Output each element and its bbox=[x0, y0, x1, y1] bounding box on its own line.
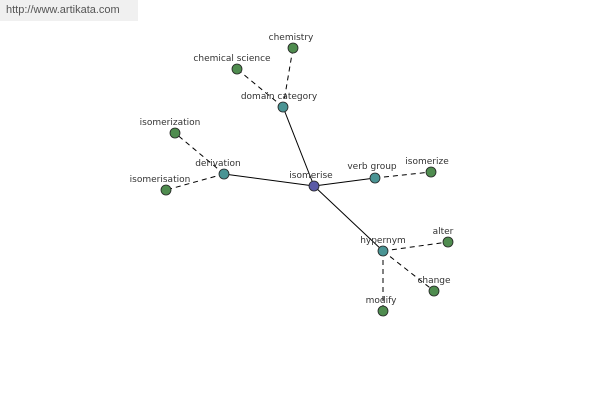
edge-isomerise-to-domain-category bbox=[282, 106, 315, 187]
node-circle-derivation[interactable] bbox=[218, 168, 230, 180]
node-label-isomerize: isomerize bbox=[405, 157, 449, 167]
node-isomerize[interactable]: isomerize bbox=[405, 157, 449, 178]
node-circle-isomerize[interactable] bbox=[425, 166, 437, 178]
node-circle-isomerization[interactable] bbox=[169, 127, 181, 139]
node-circle-modify[interactable] bbox=[377, 305, 389, 317]
node-label-derivation: derivation bbox=[195, 159, 241, 169]
edge-derivation-to-isomerisation bbox=[165, 173, 225, 191]
node-modify[interactable]: modify bbox=[366, 296, 397, 317]
node-isomerization[interactable]: isomerization bbox=[140, 118, 201, 139]
edge-isomerise-to-verb-group bbox=[313, 177, 376, 187]
site-url-watermark[interactable]: http://www.artikata.com bbox=[0, 0, 138, 21]
node-label-chemistry: chemistry bbox=[269, 33, 314, 43]
node-label-isomerisation: isomerisation bbox=[130, 175, 191, 185]
edges-layer bbox=[165, 47, 449, 311]
edge-domain-category-to-chemistry bbox=[282, 47, 294, 108]
edge-domain-category-to-chemical-science bbox=[236, 68, 284, 108]
node-hypernym[interactable]: hypernym bbox=[360, 236, 406, 257]
edge-verb-group-to-isomerize bbox=[374, 171, 432, 179]
node-label-change: change bbox=[417, 276, 451, 286]
node-label-isomerise: isomerise bbox=[289, 171, 333, 181]
node-circle-isomerise[interactable] bbox=[308, 180, 320, 192]
node-label-domain-category: domain category bbox=[241, 92, 318, 102]
node-isomerisation[interactable]: isomerisation bbox=[130, 175, 191, 196]
node-domain-category[interactable]: domain category bbox=[241, 92, 318, 113]
node-circle-domain-category[interactable] bbox=[277, 101, 289, 113]
edge-derivation-to-isomerization bbox=[174, 132, 225, 175]
node-circle-hypernym[interactable] bbox=[377, 245, 389, 257]
node-circle-isomerisation[interactable] bbox=[160, 184, 172, 196]
node-label-modify: modify bbox=[366, 296, 397, 306]
node-isomerise[interactable]: isomerise bbox=[289, 171, 333, 192]
edge-isomerise-to-derivation bbox=[223, 173, 315, 187]
node-circle-alter[interactable] bbox=[442, 236, 454, 248]
node-alter[interactable]: alter bbox=[433, 227, 454, 248]
node-label-alter: alter bbox=[433, 227, 454, 237]
node-circle-change[interactable] bbox=[428, 285, 440, 297]
edge-hypernym-to-alter bbox=[382, 241, 449, 252]
node-label-isomerization: isomerization bbox=[140, 118, 201, 128]
nodes-layer: isomerise domain category derivation verb g… bbox=[130, 33, 454, 317]
node-label-hypernym: hypernym bbox=[360, 236, 406, 246]
node-verb-group[interactable]: verb group bbox=[347, 162, 397, 184]
node-derivation[interactable]: derivation bbox=[195, 159, 241, 180]
node-change[interactable]: change bbox=[417, 276, 451, 297]
node-circle-chemical-science[interactable] bbox=[231, 63, 243, 75]
edge-hypernym-to-change bbox=[382, 250, 435, 292]
node-circle-chemistry[interactable] bbox=[287, 42, 299, 54]
node-circle-verb-group[interactable] bbox=[369, 172, 381, 184]
node-chemistry[interactable]: chemistry bbox=[269, 33, 314, 54]
edge-isomerise-to-hypernym bbox=[313, 185, 384, 252]
node-chemical-science[interactable]: chemical science bbox=[193, 54, 271, 75]
node-label-chemical-science: chemical science bbox=[193, 54, 271, 64]
node-label-verb-group: verb group bbox=[347, 162, 397, 172]
